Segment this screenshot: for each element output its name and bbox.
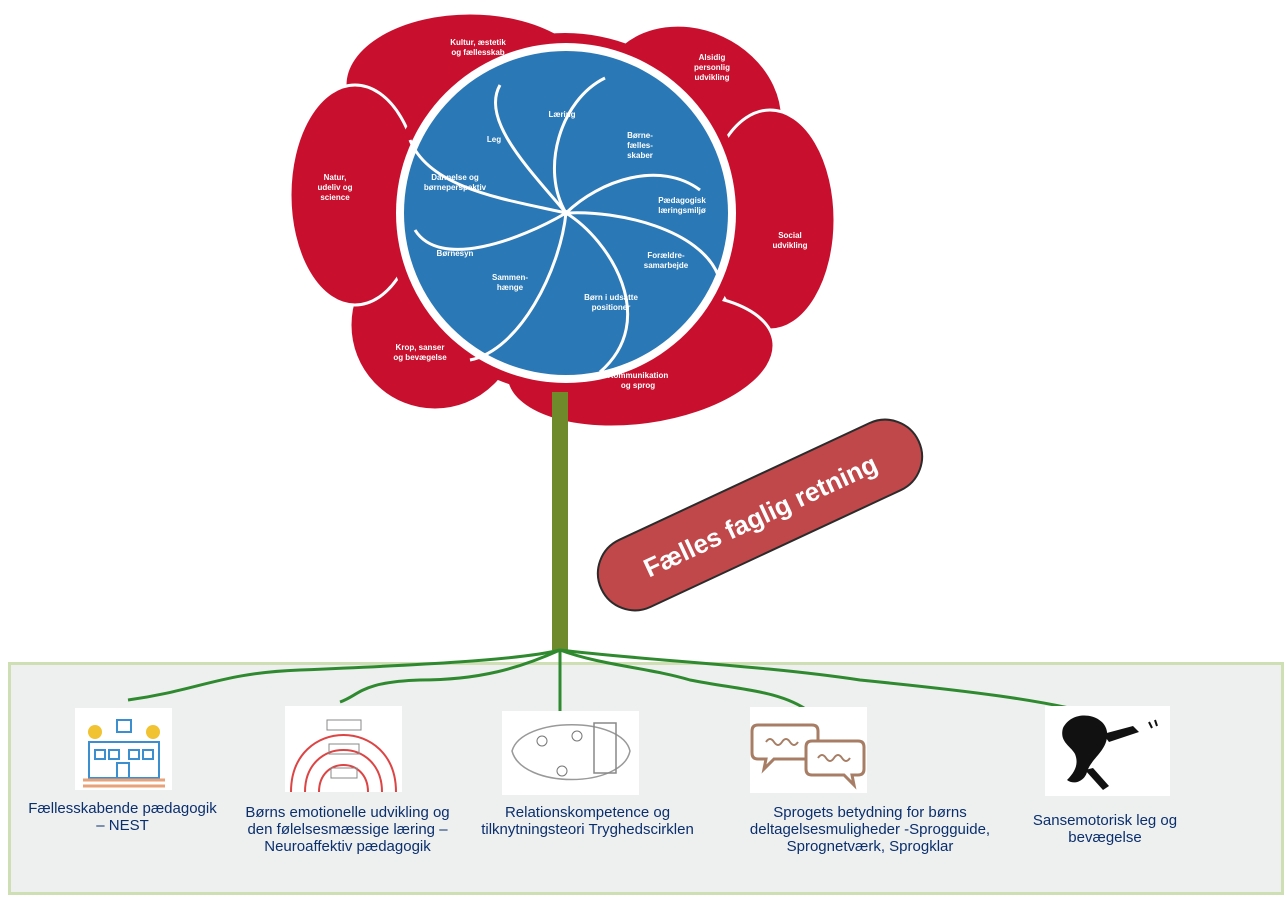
root-item-attachment: Relationskompetence og tilknytningsteori… <box>480 804 695 838</box>
nest-house-icon <box>75 708 172 790</box>
circle-of-security-icon <box>502 711 639 795</box>
root-label: Sprogets betydning for børns deltagelses… <box>720 804 1020 855</box>
root-label: Relationskompetence og tilknytningsteori… <box>480 804 695 838</box>
root-line <box>560 650 810 712</box>
root-label: Børns emotionelle udvikling og den følel… <box>240 804 455 855</box>
root-label: Fællesskabende pædagogik – NEST <box>25 800 220 834</box>
root-item-neuroaffective: Børns emotionelle udvikling og den følel… <box>240 804 455 855</box>
tumbling-child-icon <box>1045 706 1170 796</box>
root-line <box>340 650 560 702</box>
root-item-nest: Fællesskabende pædagogik – NEST <box>25 800 220 834</box>
root-line <box>128 650 560 700</box>
root-item-language: Sprogets betydning for børns deltagelses… <box>720 804 1020 855</box>
speech-bubbles-icon <box>750 707 867 793</box>
root-item-sensorimotor: Sansemotorisk leg og bevægelse <box>1025 812 1185 846</box>
neuroaffective-arches-icon <box>285 706 402 792</box>
root-label: Sansemotorisk leg og bevægelse <box>1025 812 1185 846</box>
